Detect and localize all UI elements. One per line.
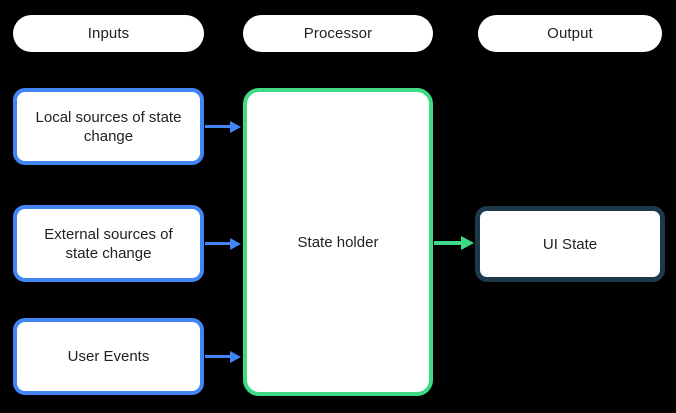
- node-label: State holder: [297, 233, 379, 251]
- node-label: UI State: [542, 235, 598, 253]
- arrow-user-events-to-state-holder: [205, 355, 230, 358]
- node-label: Local sources of state change: [35, 108, 182, 145]
- column-header-inputs: Inputs: [13, 15, 204, 52]
- node-local-sources: Local sources of state change: [13, 88, 204, 165]
- node-ui-state: UI State: [475, 206, 665, 282]
- column-header-label: Output: [547, 25, 593, 42]
- column-header-processor: Processor: [243, 15, 433, 52]
- node-external-sources: External sources of state change: [13, 205, 204, 282]
- node-state-holder: State holder: [243, 88, 433, 396]
- node-user-events: User Events: [13, 318, 204, 395]
- node-label: User Events: [67, 348, 150, 365]
- arrow-local-sources-to-state-holder: [205, 125, 230, 128]
- column-header-label: Inputs: [87, 25, 130, 42]
- column-header-label: Processor: [303, 25, 373, 42]
- node-label: External sources of state change: [44, 225, 173, 262]
- arrow-external-sources-to-state-holder: [205, 242, 230, 245]
- arrow-state-holder-to-ui-state: [434, 241, 461, 245]
- column-header-output: Output: [478, 15, 662, 52]
